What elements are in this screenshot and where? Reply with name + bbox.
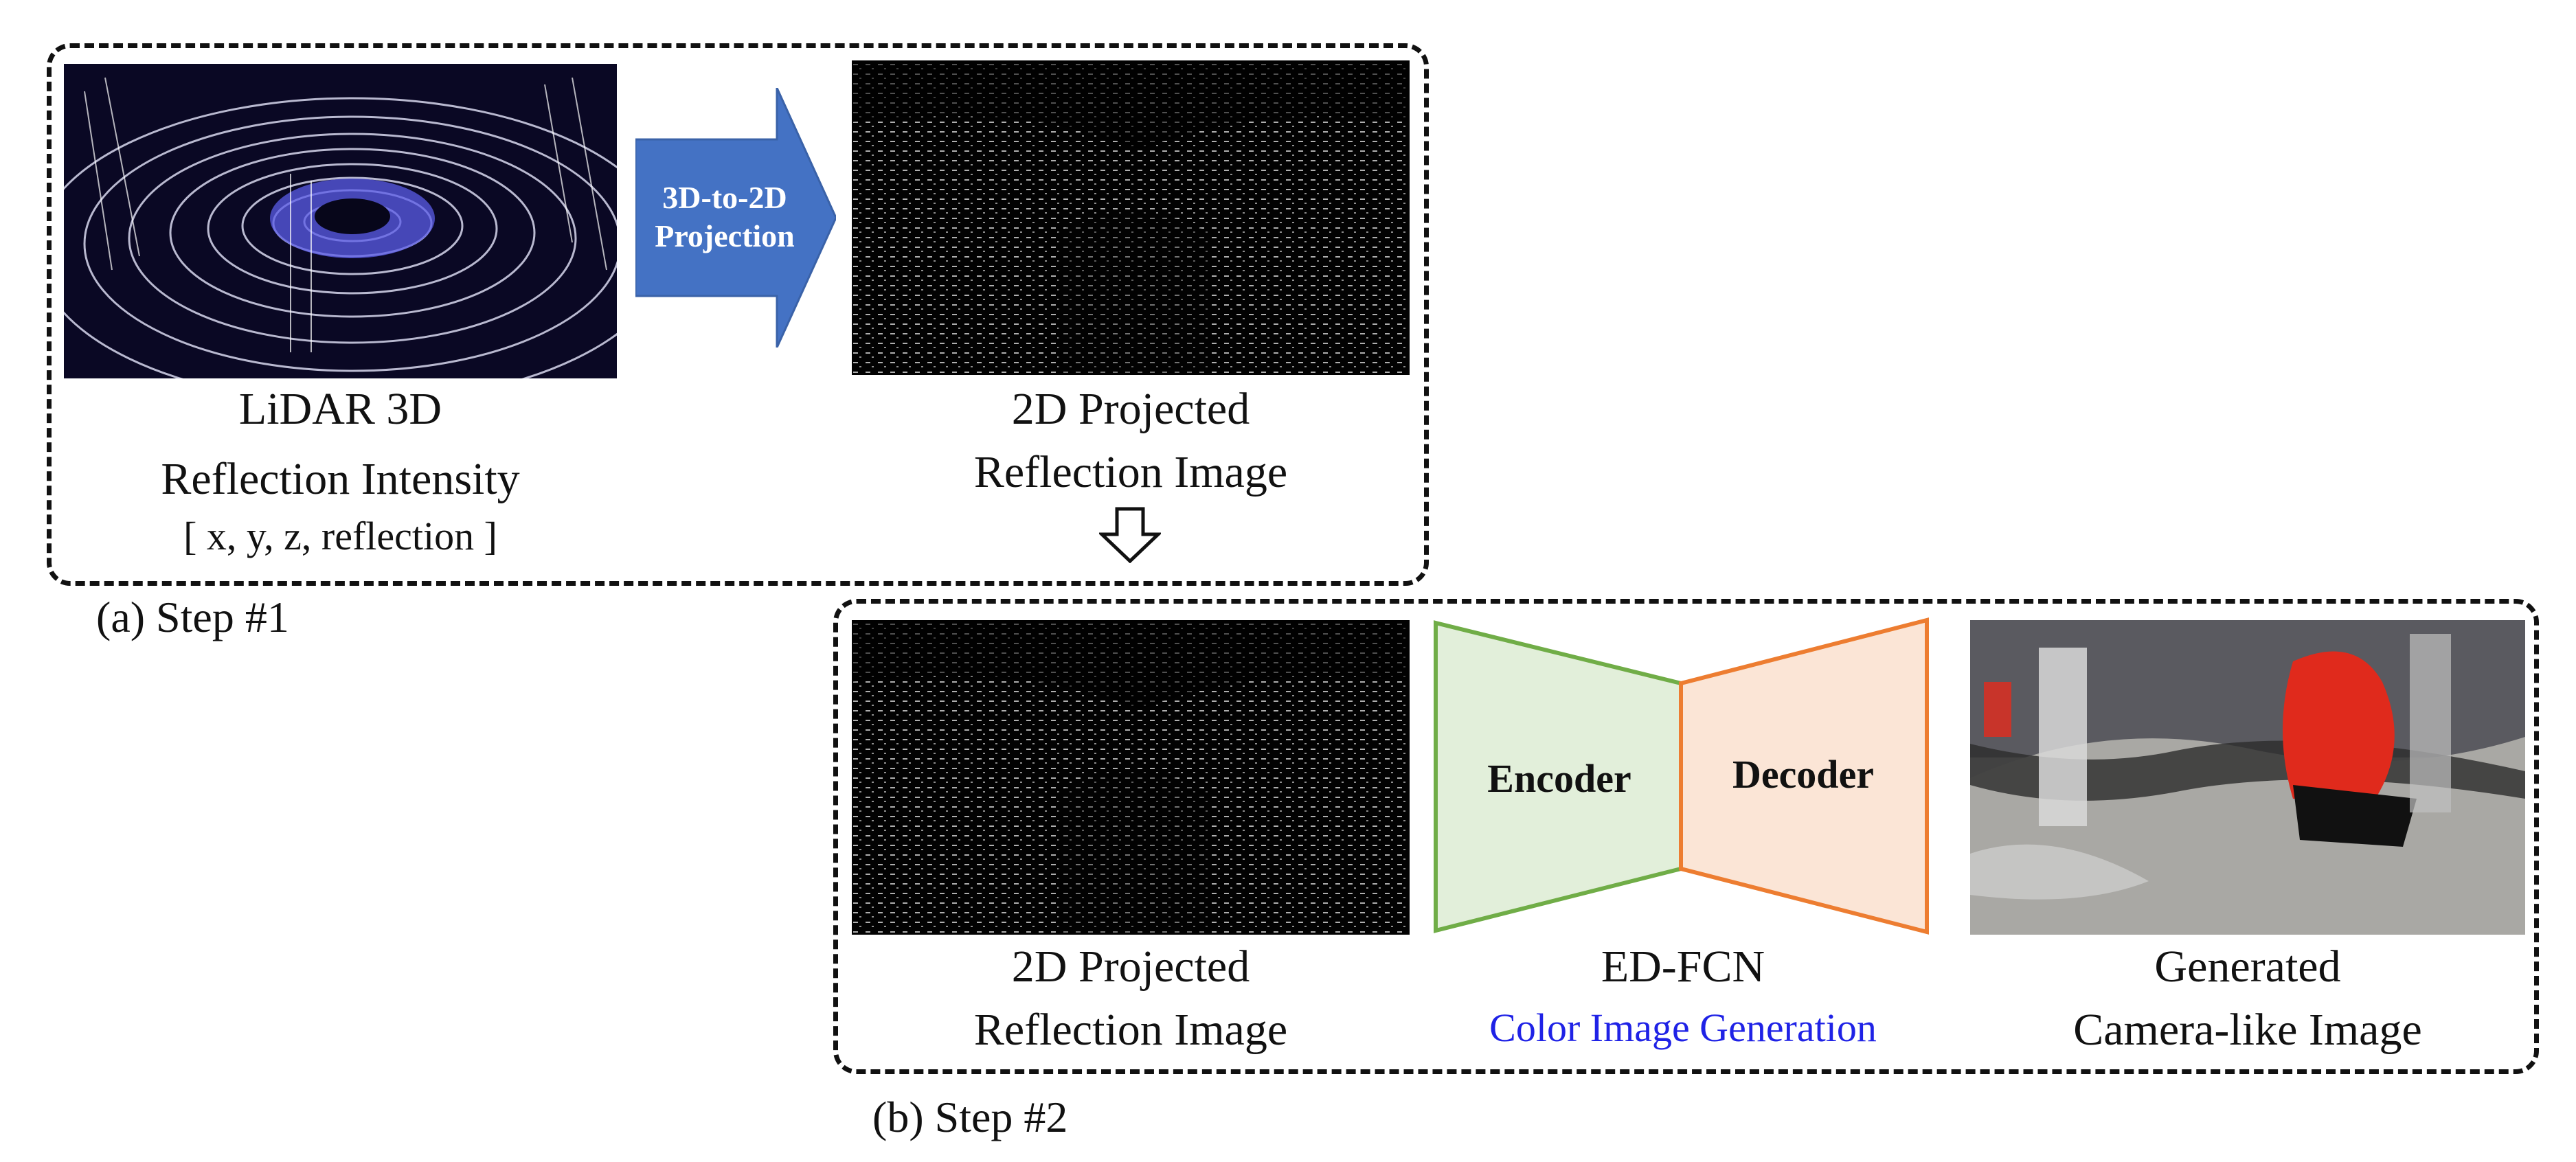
step1-box (47, 43, 1429, 586)
network-description: Color Image Generation (1489, 1005, 1877, 1050)
lidar-3d-image (64, 64, 617, 378)
decoder-label: Decoder (1732, 752, 1875, 797)
network-name: ED-FCN (1601, 942, 1765, 992)
ed-fcn-network (1434, 617, 1929, 935)
decoder-block (1679, 617, 1929, 935)
projected-image-step2 (852, 620, 1410, 935)
lidar-vector-label: [ x, y, z, reflection ] (183, 514, 497, 558)
encoder-label: Encoder (1487, 756, 1631, 801)
projected-caption-step1-line2: Reflection Image (973, 447, 1288, 497)
generated-camera-image (1970, 620, 2525, 935)
generated-caption-line2: Camera-like Image (2073, 1005, 2422, 1055)
projected-caption-step2-line2: Reflection Image (973, 1005, 1288, 1055)
projected-caption-step1-line1: 2D Projected (1011, 384, 1250, 434)
projection-arrow-icon (635, 88, 836, 348)
projection-arrow-label: 3D-to-2D Projection (635, 179, 814, 255)
step2-label: (b) Step #2 (872, 1093, 1068, 1141)
projection-arrow-line2: Projection (655, 218, 795, 253)
projected-caption-step2-line1: 2D Projected (1011, 942, 1250, 992)
projection-arrow-line1: 3D-to-2D (662, 180, 787, 215)
generated-caption-line1: Generated (2154, 942, 2341, 992)
lidar-caption-line1: LiDAR 3D (238, 384, 442, 434)
step2-box (833, 599, 2539, 1074)
step1-label: (a) Step #1 (96, 593, 289, 641)
lidar-caption-line2: Reflection Intensity (161, 454, 520, 504)
down-arrow-icon (1099, 507, 1161, 563)
projected-image-step1 (852, 60, 1410, 375)
